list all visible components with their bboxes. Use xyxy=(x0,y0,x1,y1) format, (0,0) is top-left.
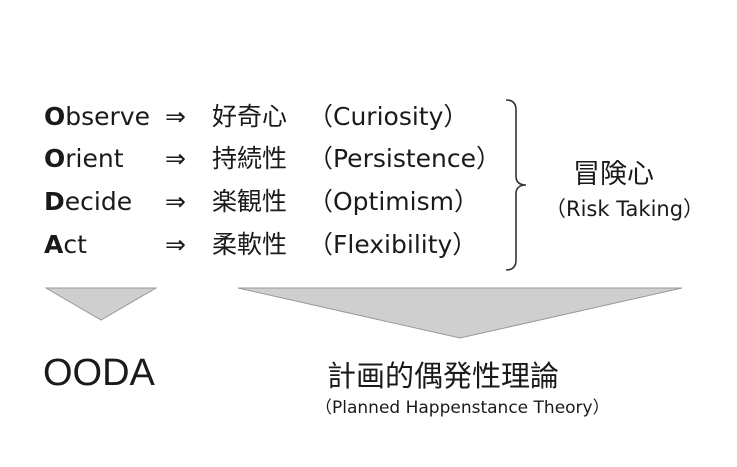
right-brace xyxy=(505,99,527,271)
word-initial: A xyxy=(44,230,64,259)
ooda-word: Orient xyxy=(44,139,124,179)
row-act: Act ⇒ 柔軟性 （Flexibility） xyxy=(0,225,520,265)
pht-triangle xyxy=(237,287,683,339)
risk-taking-en: （Risk Taking） xyxy=(545,197,705,221)
row-observe: Observe ⇒ 好奇心 （Curiosity） xyxy=(0,97,520,137)
trait-en: （Optimism） xyxy=(308,187,479,216)
word-rest: ecide xyxy=(64,187,133,216)
ooda-word: Act xyxy=(44,225,87,265)
word-rest: bserve xyxy=(65,102,150,131)
row-orient: Orient ⇒ 持続性 （Persistence） xyxy=(0,139,520,179)
word-rest: ct xyxy=(63,230,87,259)
risk-taking-jp: 冒険心 xyxy=(573,159,654,190)
trait-en: （Persistence） xyxy=(308,144,501,173)
word-initial: O xyxy=(44,102,66,131)
ooda-word: Decide xyxy=(44,182,132,222)
pht-title-en: （Planned Happenstance Theory） xyxy=(315,398,610,418)
ooda-triangle xyxy=(45,287,157,321)
ooda-label: OODA xyxy=(43,352,155,394)
word-initial: O xyxy=(44,144,66,173)
word-initial: D xyxy=(44,187,65,216)
trait-jp: 楽観性 xyxy=(212,187,288,216)
trait-jp: 持続性 xyxy=(212,144,288,173)
ooda-word: Observe xyxy=(44,97,150,137)
trait-en: （Flexibility） xyxy=(308,230,478,259)
arrow: ⇒ xyxy=(165,144,186,173)
trait-jp: 好奇心 xyxy=(212,102,288,131)
arrow: ⇒ xyxy=(165,230,186,259)
trait-en: （Curiosity） xyxy=(308,102,469,131)
arrow: ⇒ xyxy=(165,102,186,131)
word-rest: rient xyxy=(65,144,124,173)
arrow: ⇒ xyxy=(165,187,186,216)
pht-title-jp: 計画的偶発性理論 xyxy=(327,359,560,393)
trait-jp: 柔軟性 xyxy=(212,230,288,259)
row-decide: Decide ⇒ 楽観性 （Optimism） xyxy=(0,182,520,222)
